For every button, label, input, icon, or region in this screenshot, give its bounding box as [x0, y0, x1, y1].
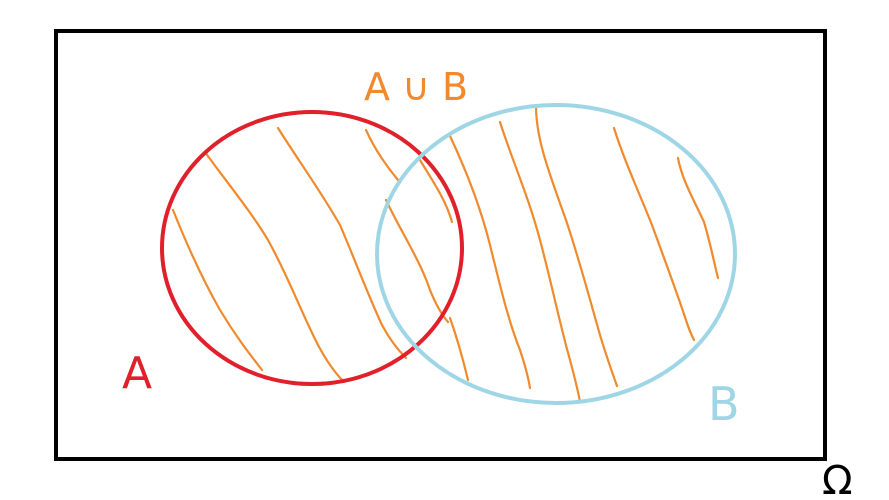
- set-b-circle: [375, 103, 737, 405]
- hatch-line: [364, 128, 400, 182]
- set-a-label: A: [122, 348, 152, 399]
- universe-label: Ω: [822, 458, 853, 500]
- union-hatching: [171, 104, 720, 404]
- hatch-line: [418, 158, 454, 224]
- hatch-line: [384, 198, 450, 324]
- hatch-line: [612, 126, 696, 342]
- hatch-line: [203, 150, 346, 384]
- set-b-label: B: [708, 377, 740, 431]
- hatch-line: [498, 120, 582, 404]
- hatch-line: [276, 126, 408, 360]
- hatch-line: [534, 104, 619, 388]
- universe-frame: [54, 29, 827, 461]
- hatch-line: [448, 134, 532, 390]
- hatch-line: [676, 156, 720, 280]
- hatch-line: [171, 208, 264, 372]
- set-a-circle: [160, 110, 464, 386]
- union-label: A ∪ B: [364, 65, 468, 109]
- hatch-line: [448, 316, 470, 382]
